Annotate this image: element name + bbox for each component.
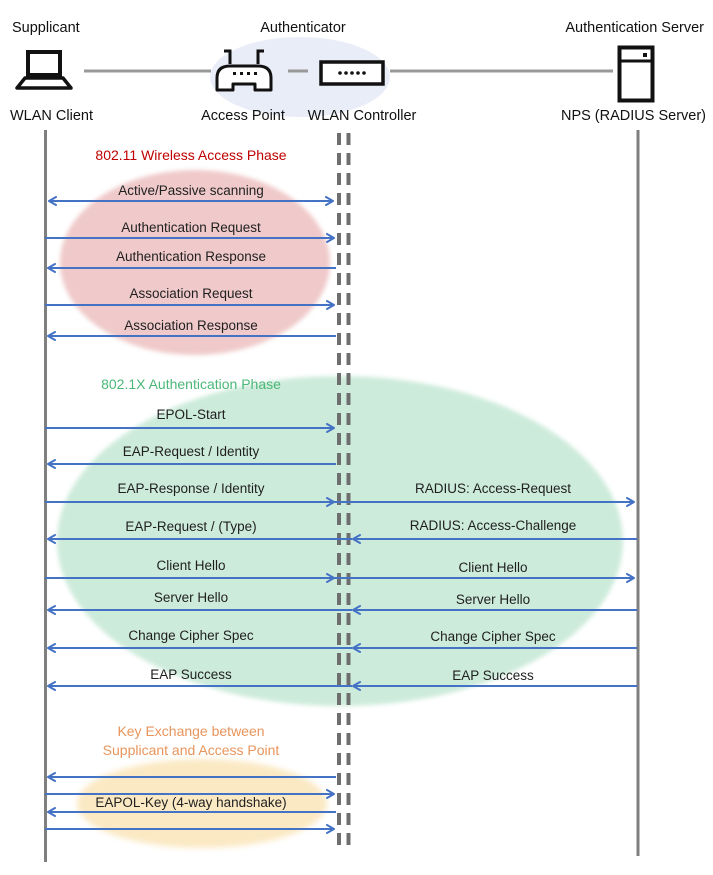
message-label: Client Hello [458, 560, 528, 575]
phase3-title-line1: Key Exchange between [117, 723, 265, 739]
laptop-icon [15, 50, 73, 90]
phase3-arrows [45, 772, 336, 834]
message-label: RADIUS: Access-Challenge [409, 518, 577, 533]
message-label: Server Hello [153, 590, 229, 605]
message-label: Association Request [129, 286, 253, 301]
phase3-title: Key Exchange between Supplicant and Acce… [45, 722, 337, 760]
phase1-arrows [45, 196, 336, 341]
lifelines [44, 130, 640, 862]
access-point-icon [215, 49, 273, 92]
wlan-client-label: WLAN Client [10, 108, 93, 124]
message-label: Server Hello [455, 592, 531, 607]
message-label: EAP Success [150, 667, 232, 682]
access-point-label: Access Point [201, 108, 285, 124]
message-label: EAP Success [452, 668, 534, 683]
message-label: Association Response [124, 318, 258, 333]
phase3-title-line2: Supplicant and Access Point [102, 742, 280, 758]
auth-server-role-label: Authentication Server [565, 20, 704, 36]
message-label: Authentication Response [115, 249, 267, 264]
message-label: EAP-Request / Identity [122, 444, 260, 459]
supplicant-role-label: Supplicant [12, 20, 80, 36]
message-label: Change Cipher Spec [128, 628, 254, 643]
phase3-ellipse [77, 759, 327, 848]
phase2-title: 802.1X Authentication Phase [101, 376, 281, 392]
nps-radius-server-label: NPS (RADIUS Server) [560, 108, 706, 124]
message-label: EAP-Request / (Type) [125, 519, 257, 534]
message-label: Active/Passive scanning [118, 183, 264, 198]
message-label: RADIUS: Access-Request [414, 481, 572, 496]
phase1-title: 802.11 Wireless Access Phase [95, 147, 287, 163]
wlan-controller-icon [319, 60, 385, 86]
cross-controller-stubs [334, 501, 352, 687]
phase2-right-arrows [350, 497, 637, 691]
message-label: EAP-Response / Identity [117, 481, 265, 496]
message-label: Authentication Request [121, 220, 261, 235]
message-label: Client Hello [156, 558, 226, 573]
authenticator-role-label: Authenticator [260, 20, 346, 36]
server-icon [617, 45, 655, 103]
phase2-left-arrows [45, 423, 336, 691]
wlan-controller-label: WLAN Controller [307, 108, 417, 124]
eapol-key-label: EAPOL-Key (4-way handshake) [95, 795, 287, 810]
message-label: EPOL-Start [156, 407, 226, 422]
message-label: Change Cipher Spec [430, 629, 556, 644]
